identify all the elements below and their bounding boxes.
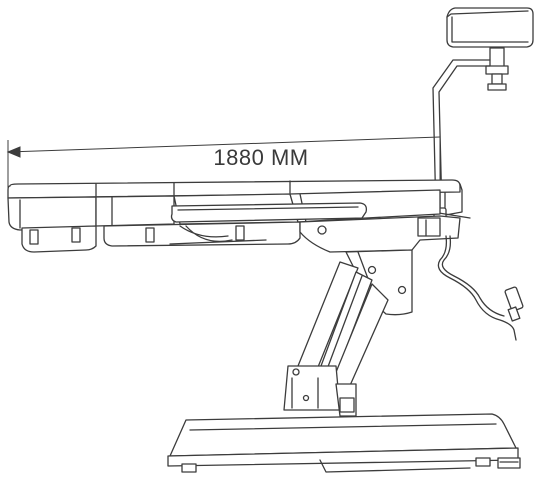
pivot-block: [299, 215, 461, 253]
base-column: [283, 365, 357, 417]
dimension-arrowhead-left: [6, 146, 21, 158]
armrest-plate: [170, 202, 368, 223]
headrest-knob: [485, 47, 509, 91]
dimension-label: 1880 MM: [213, 145, 309, 170]
lift-arms: [297, 261, 389, 391]
under-rails: [21, 221, 301, 253]
headrest-support-bar: [432, 59, 491, 216]
base-plate: [167, 413, 521, 473]
headrest: [446, 7, 534, 48]
cable: [437, 235, 524, 341]
